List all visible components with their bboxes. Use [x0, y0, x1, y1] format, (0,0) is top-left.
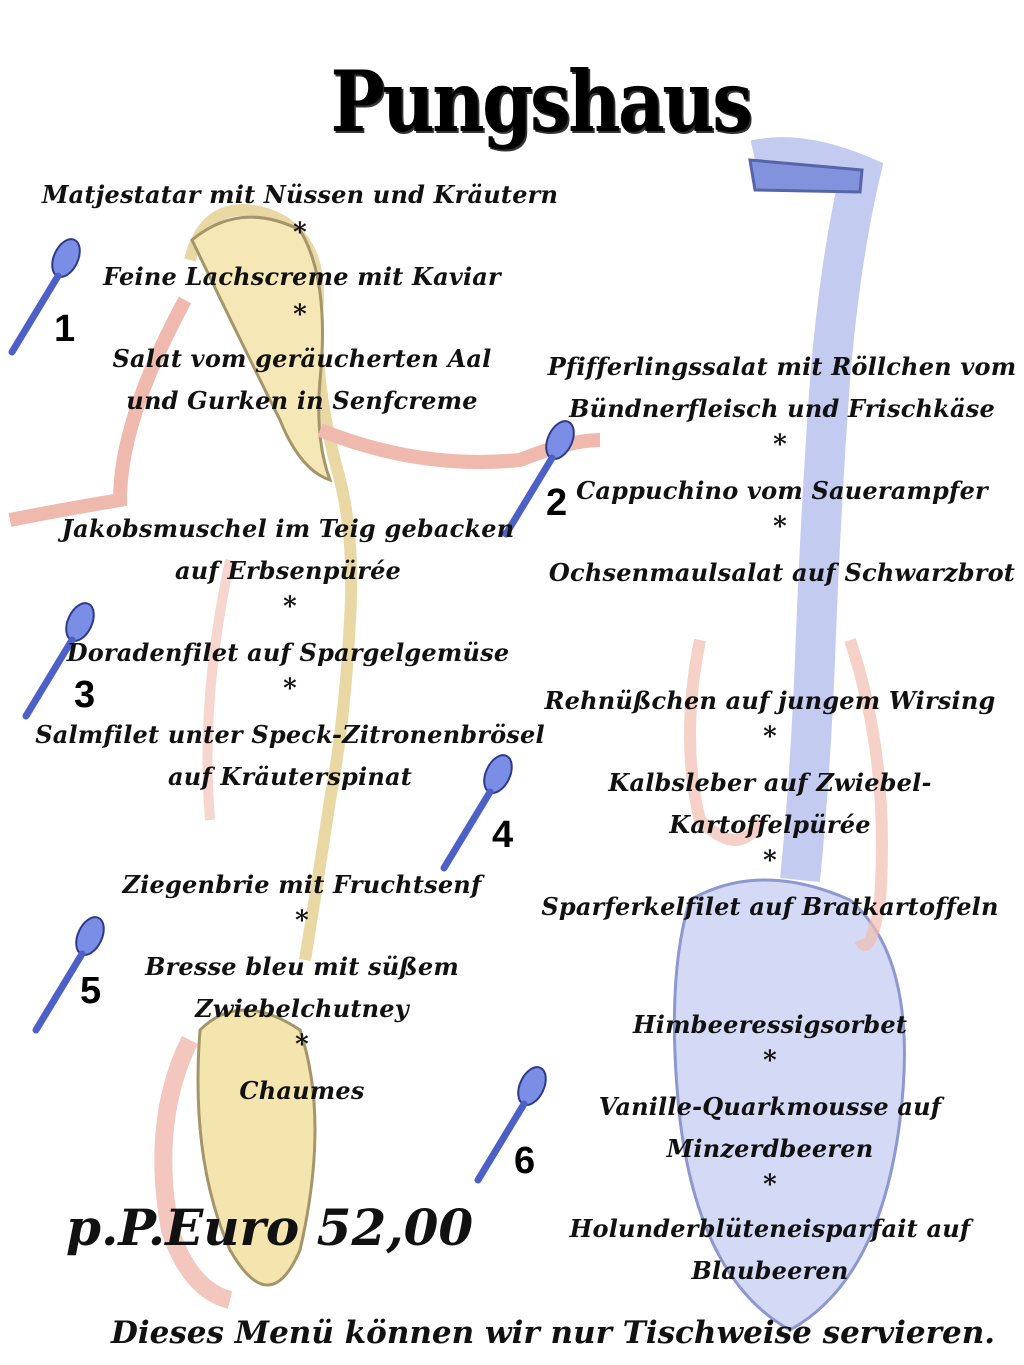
dish-separator: * — [295, 906, 309, 936]
spoon-icon — [22, 602, 95, 720]
dish-separator: * — [293, 300, 307, 330]
spoon-icon — [32, 916, 105, 1034]
dish-line: Zwiebelchutney — [195, 994, 409, 1023]
dish-line: Ochsenmaulsalat auf Schwarzbrot — [548, 558, 1016, 587]
dish-separator: * — [763, 1046, 777, 1076]
spoon-icon — [440, 754, 513, 872]
dish-line: Feine Lachscreme mit Kaviar — [103, 262, 501, 291]
dish-separator: * — [295, 1030, 309, 1060]
dish-line: Kartoffelpürée — [669, 810, 871, 839]
dish-line: Himbeeressigsorbet — [632, 1010, 908, 1039]
course-number-1: 1 — [54, 308, 76, 350]
dish-line: Bündnerfleisch und Frischkäse — [569, 394, 995, 423]
dish-line: Cappuchino vom Sauerampfer — [576, 476, 988, 505]
yellow-spoon-character — [8, 204, 601, 1309]
dish-line: Salmfilet unter Speck-Zitronenbrösel — [35, 720, 545, 749]
spoon-icon — [8, 238, 81, 356]
course-number-3: 3 — [74, 674, 96, 716]
dish-line: Kalbsleber auf Zwiebel- — [608, 768, 932, 797]
dish-separator: * — [763, 846, 777, 876]
dish-line: Blaubeeren — [691, 1256, 849, 1285]
course-number-4: 4 — [492, 814, 514, 856]
dish-line: Rehnüßchen auf jungem Wirsing — [544, 686, 996, 715]
spoon-icon — [474, 1066, 547, 1184]
dish-line: Ziegenbrie mit Fruchtsenf — [122, 870, 482, 899]
dish-line: Salat vom geräucherten Aal — [112, 344, 492, 373]
dish-separator: * — [283, 674, 297, 704]
dish-line: Doradenfilet auf Spargelgemüse — [66, 638, 510, 667]
blue-spoon-character — [672, 137, 906, 1332]
dish-separator: * — [773, 430, 787, 460]
dish-line: und Gurken in Senfcreme — [126, 386, 478, 415]
dish-line: Matjestatar mit Nüssen und Kräutern — [41, 180, 559, 209]
restaurant-title: Pungshaus — [330, 52, 752, 151]
dish-line: auf Kräuterspinat — [167, 762, 413, 791]
dish-line: Pfifferlingssalat mit Röllchen vom — [547, 352, 1017, 381]
course-number-5: 5 — [80, 970, 102, 1012]
dish-separator: * — [293, 218, 307, 248]
menu-price: p.P.Euro 52,00 — [66, 1198, 474, 1257]
dish-line: Jakobsmuschel im Teig gebacken — [61, 514, 515, 543]
footer-note: Dieses Menü können wir nur Tischweise se… — [110, 1315, 996, 1351]
dish-line: Sparferkelfilet auf Bratkartoffeln — [541, 892, 999, 921]
dish-separator: * — [283, 592, 297, 622]
dish-separator: * — [773, 512, 787, 542]
dish-line: auf Erbsenpürée — [174, 556, 402, 585]
dish-line: Bresse bleu mit süßem — [145, 952, 459, 981]
dish-line: Chaumes — [239, 1076, 365, 1105]
dish-line: Vanille-Quarkmousse auf — [598, 1092, 942, 1121]
course-number-2: 2 — [546, 482, 568, 524]
spoon-icon — [502, 420, 575, 538]
dish-line: Minzerdbeeren — [666, 1134, 874, 1163]
dish-separator: * — [763, 722, 777, 752]
dish-separator: * — [763, 1170, 777, 1200]
dish-line: Holunderblüteneisparfait auf — [569, 1214, 971, 1243]
course-number-6: 6 — [514, 1140, 536, 1182]
